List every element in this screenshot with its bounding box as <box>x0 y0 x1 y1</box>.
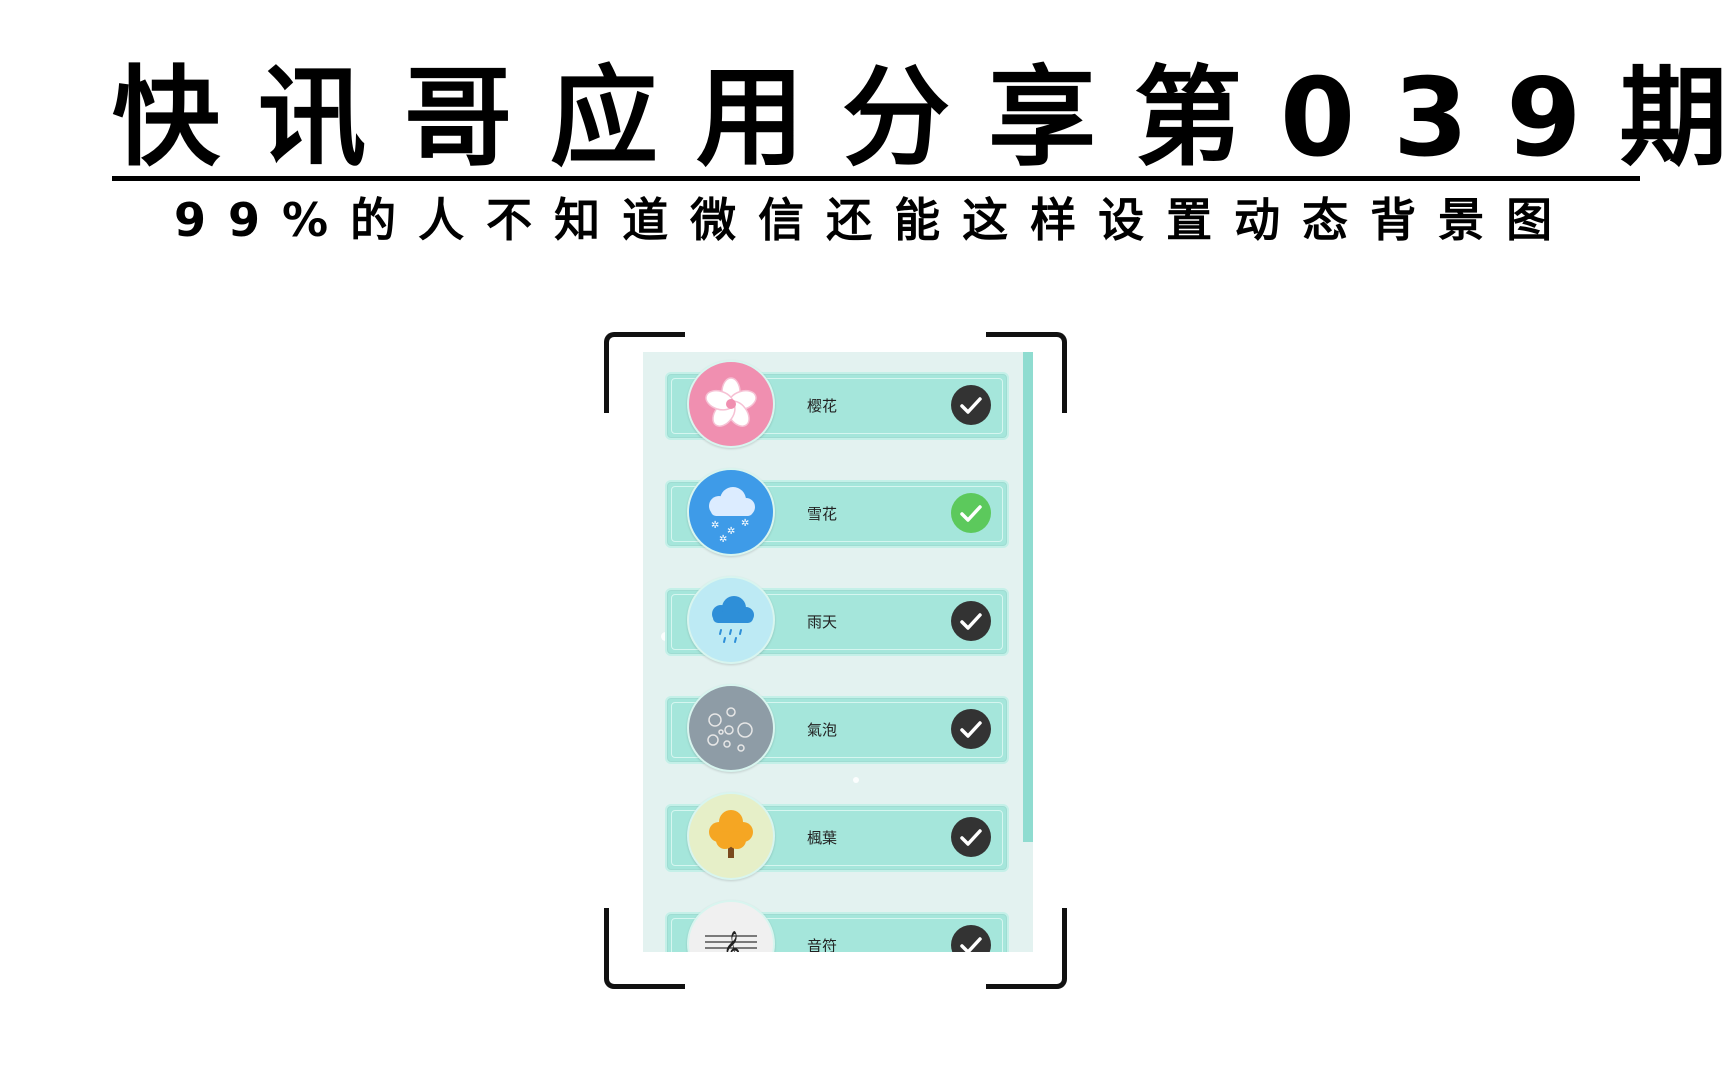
scrollbar[interactable] <box>1023 352 1033 842</box>
checkmark-icon[interactable] <box>951 601 991 641</box>
checkmark-icon[interactable] <box>951 817 991 857</box>
page-title: 快讯哥应用分享第039期 <box>112 56 1728 181</box>
effect-row-snow[interactable]: ✲✲✲✲ 雪花 <box>665 468 1009 556</box>
checkmark-icon[interactable] <box>951 493 991 533</box>
snow-particle <box>853 777 859 783</box>
effect-label: 樱花 <box>807 397 838 415</box>
effect-row-sakura[interactable]: 樱花 <box>665 360 1009 448</box>
svg-text:✲: ✲ <box>719 534 727 545</box>
checkmark-icon[interactable] <box>951 925 991 952</box>
page-subtitle: 99%的人不知道微信还能这样设置动态背景图 <box>174 193 1575 247</box>
effect-row-rain[interactable]: 雨天 <box>665 576 1009 664</box>
effect-label: 雨天 <box>807 613 838 631</box>
maple-tree-icon <box>687 792 775 880</box>
checkmark-icon[interactable] <box>951 385 991 425</box>
frame-corner-top-left <box>604 332 685 413</box>
effect-row-music[interactable]: 𝄞 音符 <box>665 900 1009 952</box>
effect-label: 雪花 <box>807 505 838 523</box>
checkmark-icon[interactable] <box>951 709 991 749</box>
title-underline <box>112 176 1640 181</box>
phone-screen: 樱花 ✲✲✲✲ 雪花 <box>643 352 1033 952</box>
snow-cloud-icon: ✲✲✲✲ <box>687 468 775 556</box>
svg-text:𝄞: 𝄞 <box>723 931 741 952</box>
svg-text:✲: ✲ <box>711 520 719 531</box>
cherry-blossom-icon <box>687 360 775 448</box>
effect-label: 楓葉 <box>807 829 838 847</box>
frame-corner-bottom-left <box>604 908 685 989</box>
effect-label: 氣泡 <box>807 721 838 739</box>
bubbles-icon <box>687 684 775 772</box>
effect-row-bubbles[interactable]: 氣泡 <box>665 684 1009 772</box>
svg-text:✲: ✲ <box>727 526 735 537</box>
frame-corner-bottom-right <box>986 908 1067 989</box>
svg-text:✲: ✲ <box>741 518 749 529</box>
effect-label: 音符 <box>807 937 838 952</box>
music-note-icon: 𝄞 <box>687 900 775 952</box>
effect-row-maple[interactable]: 楓葉 <box>665 792 1009 880</box>
frame-corner-top-right <box>986 332 1067 413</box>
rain-cloud-icon <box>687 576 775 664</box>
